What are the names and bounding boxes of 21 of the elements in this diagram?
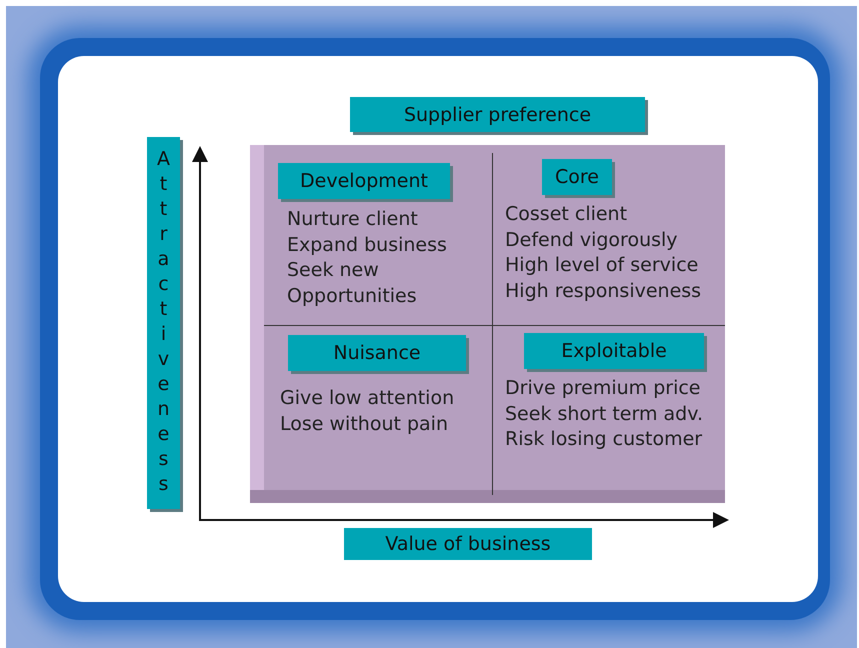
matrix-panel bbox=[250, 145, 725, 503]
quadrant-text: High responsiveness bbox=[505, 280, 702, 302]
quadrant-text: Seek short term adv. bbox=[505, 402, 704, 424]
quadrant-heading: Core bbox=[542, 159, 612, 195]
quadrant-text: High level of service bbox=[505, 254, 698, 276]
quadrant-text: Drive premium price bbox=[505, 377, 701, 399]
title-banner: Supplier preference bbox=[350, 97, 645, 132]
quadrant-text: Seek new bbox=[287, 259, 379, 281]
quadrant-heading: Exploitable bbox=[524, 333, 704, 369]
quadrant-heading: Nuisance bbox=[288, 335, 466, 371]
quadrant-text: Cosset client bbox=[505, 203, 628, 225]
axis-title: Attractiveness bbox=[147, 137, 180, 509]
axis-title: Value of business bbox=[344, 528, 592, 560]
quadrant-text: Give low attention bbox=[280, 387, 454, 409]
quadrant-text: Expand business bbox=[287, 234, 447, 256]
quadrant-text: Defend vigorously bbox=[505, 228, 678, 250]
quadrant-text: Nurture client bbox=[287, 208, 418, 230]
quadrant-text: Opportunities bbox=[287, 284, 417, 306]
quadrant-text: Lose without pain bbox=[280, 412, 448, 434]
quadrant-heading: Development bbox=[278, 163, 450, 199]
quadrant-text: Risk losing customer bbox=[505, 428, 702, 450]
